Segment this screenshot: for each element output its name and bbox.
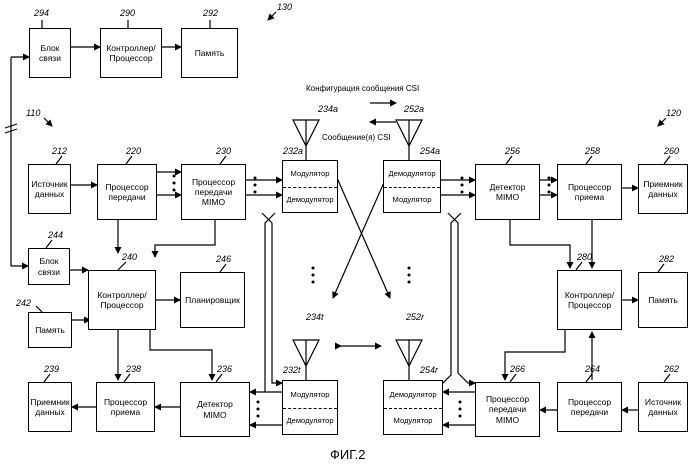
tx-mimo-processor-230: Процессор передачи MIMO [181, 164, 246, 220]
tx-processor-264: Процессор передачи [557, 382, 622, 432]
wireless-cross-2 [330, 162, 390, 298]
ref-110: 110 [26, 108, 40, 118]
antenna-252r-icon [396, 340, 422, 366]
ref-282: 282 [659, 254, 674, 264]
mimo-detector-236: Детектор MIMO [180, 382, 250, 437]
leader-236 [216, 374, 222, 382]
leader-230 [220, 156, 226, 164]
leader-244 [46, 240, 52, 248]
leader-266 [510, 374, 516, 382]
controller-240: Контроллер/ Процессор [88, 270, 156, 330]
modulator-254r: Модулятор [384, 408, 442, 435]
leader-262 [664, 374, 670, 382]
ref-254r: 254r [420, 365, 438, 375]
ref-260: 260 [664, 146, 679, 156]
rx-processor-238: Процессор приема [96, 382, 155, 432]
ref-244: 244 [48, 230, 63, 240]
comm-block-294: Блок связи [29, 28, 71, 78]
tx-processor-220: Процессор передачи [97, 164, 157, 220]
ref-238: 238 [126, 364, 141, 374]
ref-240: 240 [122, 252, 137, 262]
ref-212: 212 [52, 146, 67, 156]
memory-282: Память [638, 272, 688, 328]
leader-240 [118, 262, 126, 270]
demodulator-254r: Демодулятор [384, 381, 442, 409]
controller-290: Контроллер/ Процессор [100, 28, 162, 78]
modem-254r: Демодулятор Модулятор [383, 380, 443, 435]
ref-236: 236 [217, 364, 232, 374]
ref-252r: 252r [406, 312, 424, 322]
leader-280 [576, 262, 582, 270]
modem-232a: Модулятор Демодулятор [282, 160, 338, 213]
ref-254a: 254a [420, 146, 440, 156]
tx-mimo-processor-266: Процессор передачи MIMO [475, 382, 540, 437]
ref-292: 292 [203, 8, 218, 18]
link-240-236 [150, 330, 212, 380]
ref-266: 266 [510, 364, 525, 374]
modulator-232t: Модулятор [283, 381, 337, 409]
ref-220: 220 [126, 146, 141, 156]
ref-264: 264 [585, 364, 600, 374]
csi-config-label: Конфигурация сообщения CSI [306, 84, 419, 93]
leader-239 [44, 374, 50, 382]
leader-260 [664, 156, 670, 164]
controller-280: Контроллер/ Процессор [557, 270, 622, 330]
leader-110 [44, 118, 52, 126]
crossover-232a-236 [265, 213, 275, 392]
mimo-detector-256: Детектор MIMO [475, 164, 540, 220]
ref-258: 258 [585, 146, 600, 156]
leader-246 [220, 264, 226, 272]
ref-252a: 252a [404, 104, 424, 114]
rx-processor-258: Процессор приема [557, 164, 622, 220]
ref-280: 280 [577, 252, 592, 262]
leader-282 [658, 264, 664, 272]
modulator-232a: Модулятор [283, 161, 337, 188]
data-source-262: Источник данных [638, 382, 688, 432]
link-256-280 [510, 220, 570, 268]
ref-242: 242 [16, 298, 31, 308]
leader-212 [56, 156, 62, 164]
leader-258 [586, 156, 592, 164]
scheduler-246: Планировщик [180, 272, 245, 328]
ref-246: 246 [216, 254, 231, 264]
crossover-254a-256 [448, 213, 475, 383]
antenna-234t-icon [293, 340, 319, 366]
csi-report-label: Сообщение(я) CSI [322, 133, 391, 142]
ref-294: 294 [34, 8, 49, 18]
ref-290: 290 [120, 8, 135, 18]
ref-232a: 232a [283, 146, 303, 156]
memory-242: Память [28, 312, 72, 348]
ref-120: 120 [666, 108, 681, 118]
data-sink-260: Приемник данных [638, 164, 688, 214]
ref-256: 256 [505, 146, 520, 156]
ref-230: 230 [216, 146, 231, 156]
ref-232t: 232t [283, 365, 301, 375]
leader-238 [124, 374, 130, 382]
modulator-254a: Модулятор [384, 187, 440, 213]
link-230-240 [155, 220, 215, 257]
leader-130 [268, 12, 276, 20]
ref-234a: 234a [318, 104, 338, 114]
modem-232t: Модулятор Демодулятор [282, 380, 338, 435]
data-source-212: Источник данных [28, 164, 71, 214]
memory-292: Память [181, 28, 238, 78]
leader-220 [126, 156, 132, 164]
comm-block-244: Блок связи [28, 248, 70, 285]
antenna-234a-icon [293, 120, 319, 146]
modem-254a: Демодулятор Модулятор [383, 160, 441, 213]
leader-264 [586, 374, 592, 382]
ref-130: 130 [277, 2, 292, 12]
ref-262: 262 [664, 364, 679, 374]
leader-120 [658, 118, 666, 126]
figure-label: ФИГ.2 [330, 447, 366, 462]
antenna-252a-icon [396, 120, 422, 146]
demodulator-254a: Демодулятор [384, 161, 440, 188]
ref-239: 239 [44, 364, 59, 374]
ref-234t: 234t [306, 312, 324, 322]
data-sink-239: Приемник данных [28, 382, 72, 432]
demodulator-232t: Демодулятор [283, 408, 337, 435]
demodulator-232a: Демодулятор [283, 187, 337, 213]
leader-256 [506, 156, 512, 164]
